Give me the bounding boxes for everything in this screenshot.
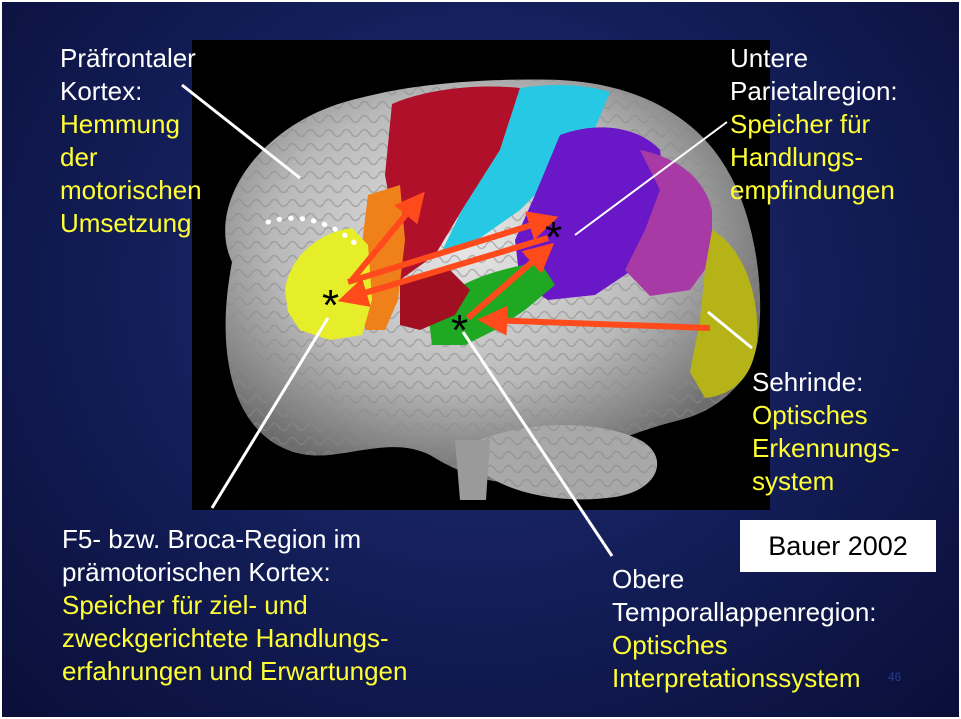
- label-broca-desc-2: zweckgerichtete Handlungs-: [62, 622, 407, 655]
- label-temporal-title-2: Temporallappenregion:: [612, 596, 877, 629]
- source-credit: Bauer 2002: [740, 520, 936, 572]
- label-prefrontal-title-2: Kortex:: [60, 75, 202, 108]
- label-parietal-desc-2: Handlungs-: [730, 141, 898, 174]
- label-temporal: Obere Temporallappenregion: Optisches In…: [612, 563, 877, 695]
- label-broca-desc-1: Speicher für ziel- und: [62, 589, 407, 622]
- brainstem: [455, 440, 490, 500]
- label-prefrontal-desc-4: Umsetzung: [60, 207, 202, 240]
- label-visual-title-1: Sehrinde:: [752, 366, 899, 399]
- label-prefrontal-title-1: Präfrontaler: [60, 42, 202, 75]
- label-broca: F5- bzw. Broca-Region im prämotorischen …: [62, 523, 407, 688]
- label-broca-title-2: prämotorischen Kortex:: [62, 556, 407, 589]
- label-parietal-desc-1: Speicher für: [730, 108, 898, 141]
- label-visual-desc-2: Erkennungs-: [752, 432, 899, 465]
- label-parietal-title-1: Untere: [730, 42, 898, 75]
- label-parietal: Untere Parietalregion: Speicher für Hand…: [730, 42, 898, 207]
- label-prefrontal-desc-3: motorischen: [60, 174, 202, 207]
- marker-temporal: *: [451, 306, 468, 355]
- label-broca-desc-3: erfahrungen und Erwartungen: [62, 655, 407, 688]
- marker-broca: *: [322, 281, 339, 330]
- label-parietal-desc-3: empfindungen: [730, 174, 898, 207]
- marker-parietal: *: [545, 213, 562, 262]
- label-parietal-title-2: Parietalregion:: [730, 75, 898, 108]
- label-temporal-desc-1: Optisches: [612, 629, 877, 662]
- label-visual-desc-3: system: [752, 465, 899, 498]
- label-visual: Sehrinde: Optisches Erkennungs- system: [752, 366, 899, 498]
- label-prefrontal-desc-1: Hemmung: [60, 108, 202, 141]
- label-visual-desc-1: Optisches: [752, 399, 899, 432]
- label-temporal-desc-2: Interpretationssystem: [612, 662, 877, 695]
- page-number: 46: [888, 670, 901, 684]
- label-prefrontal: Präfrontaler Kortex: Hemmung der motoris…: [60, 42, 202, 240]
- label-broca-title-1: F5- bzw. Broca-Region im: [62, 523, 407, 556]
- label-prefrontal-desc-2: der: [60, 141, 202, 174]
